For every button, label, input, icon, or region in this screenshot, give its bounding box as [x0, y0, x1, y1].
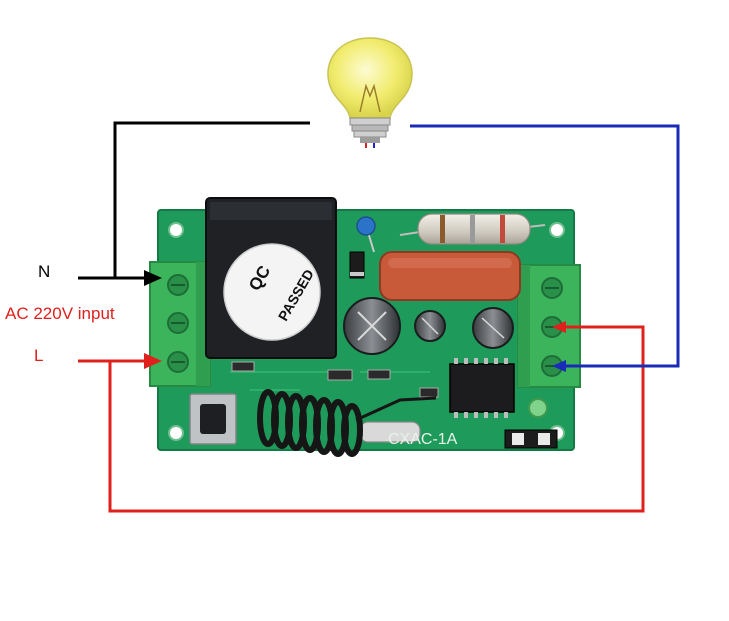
relay-icon — [205, 197, 337, 359]
load-wire — [410, 124, 680, 372]
film-capacitor — [379, 251, 521, 301]
smd-resistor — [419, 387, 439, 398]
ac-input-label: AC 220V input — [5, 304, 115, 323]
resistor — [399, 213, 546, 245]
push-button-icon — [189, 393, 237, 445]
jumper-header — [504, 429, 558, 449]
ic-chip — [449, 358, 515, 418]
electrolytic-capacitor-medium — [472, 307, 514, 349]
live-wire — [78, 321, 645, 513]
neutral-wire — [78, 121, 310, 286]
smd-resistor — [231, 361, 255, 372]
left-terminal-block — [149, 261, 211, 387]
qc-sticker — [223, 243, 321, 341]
board-silkscreen: CXAC-1A — [388, 431, 458, 448]
mount-hole — [168, 222, 184, 238]
diode — [349, 251, 365, 279]
mount-hole — [549, 222, 565, 238]
mount-hole — [168, 425, 184, 441]
indicator-led — [528, 398, 548, 418]
smd-resistor — [367, 369, 391, 380]
ceramic-capacitor — [356, 216, 376, 253]
neutral-label: N — [38, 262, 51, 281]
electrolytic-capacitor-large — [343, 297, 401, 355]
electrolytic-capacitor-small — [414, 310, 446, 342]
live-label: L — [34, 346, 44, 365]
smd-resistor — [327, 369, 353, 381]
coil-antenna-icon — [257, 389, 437, 457]
light-bulb-icon — [327, 37, 413, 148]
